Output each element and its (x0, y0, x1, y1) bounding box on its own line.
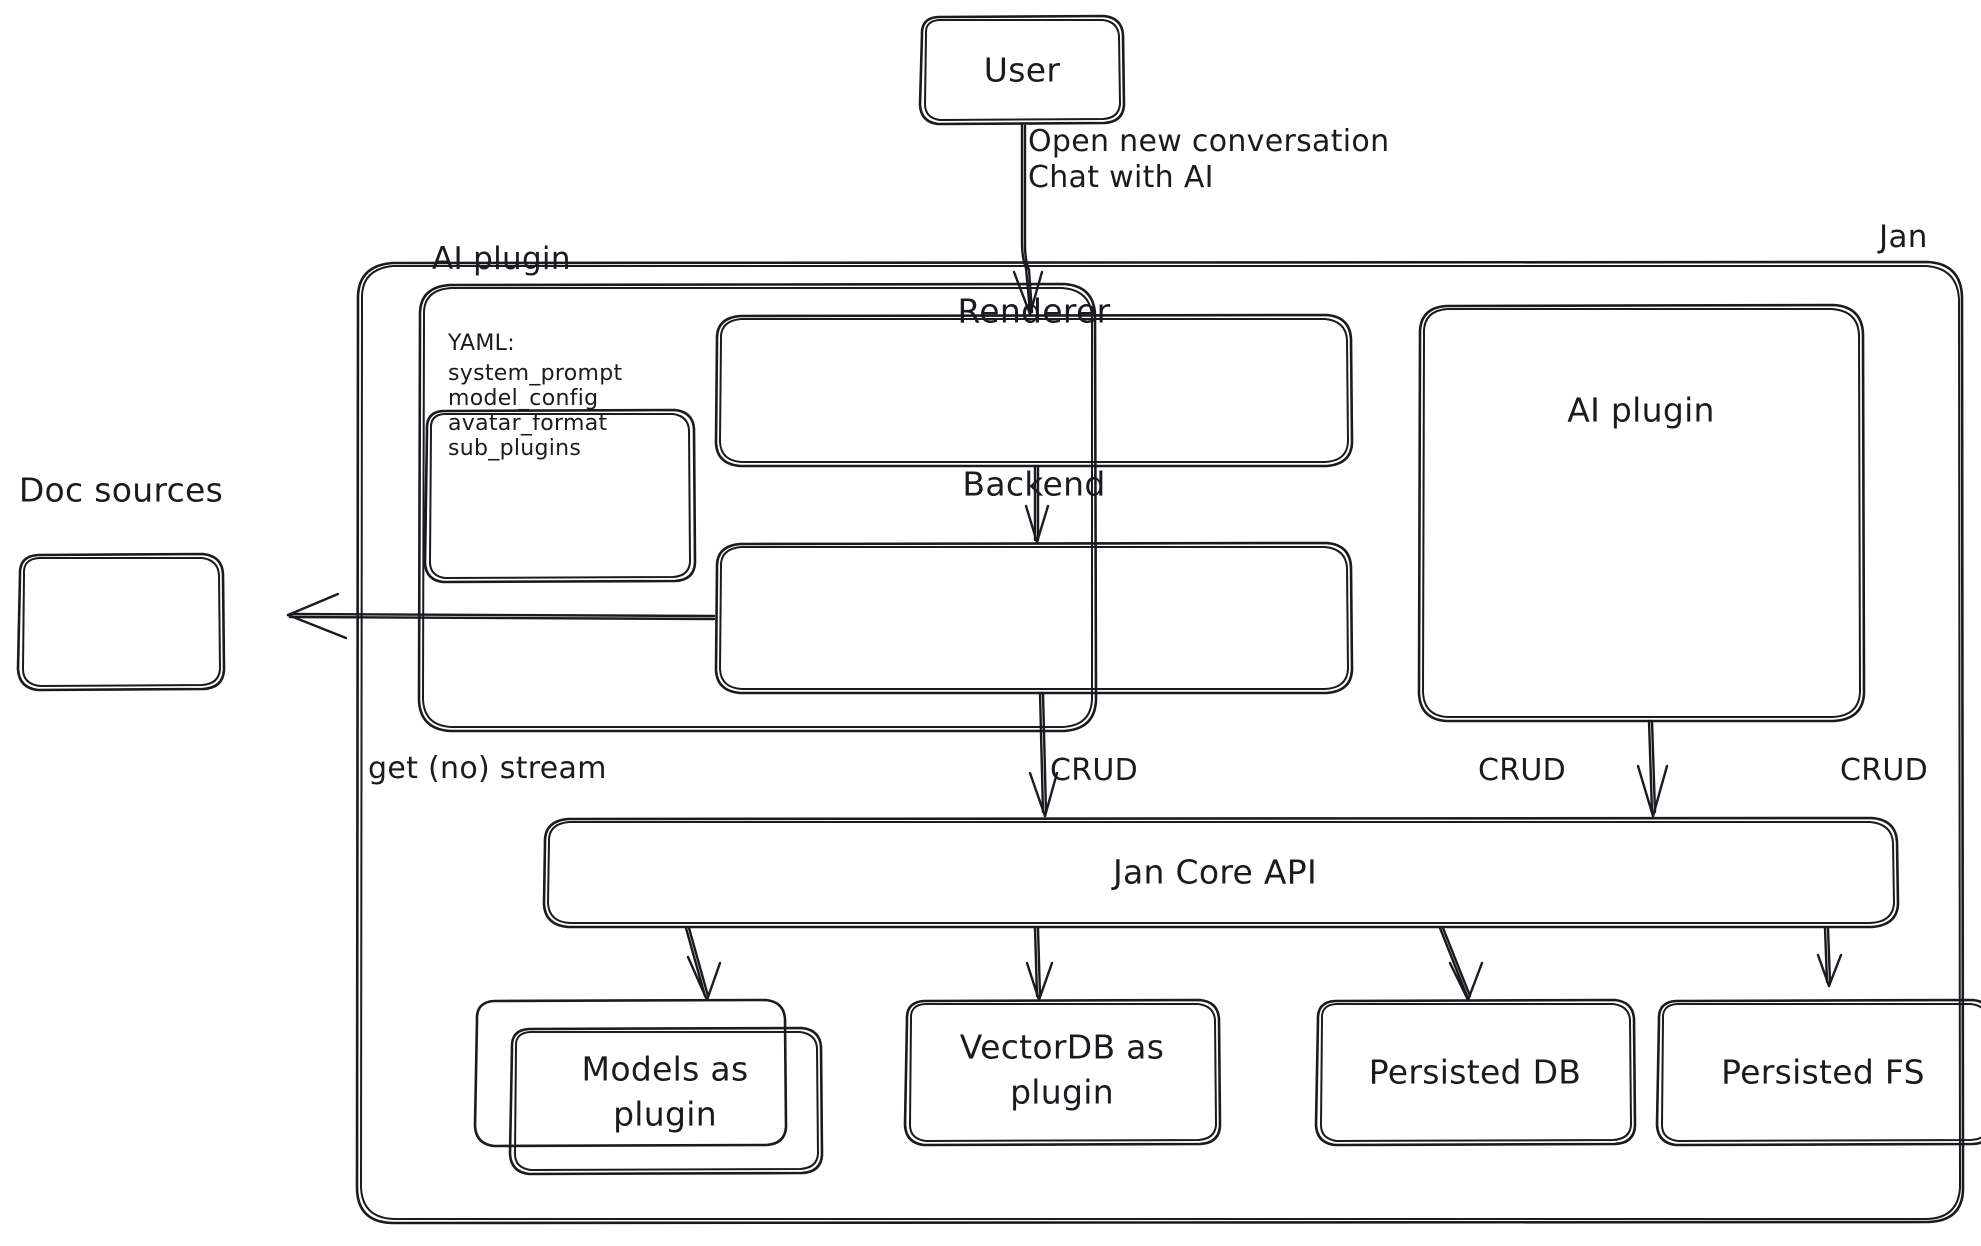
models-as-plugin-line-2: plugin (613, 1094, 717, 1134)
vectordb-as-plugin-line-2: plugin (1010, 1072, 1114, 1112)
backend-node-label: Backend (962, 464, 1106, 504)
ai-plugin-right-node-label: AI plugin (1567, 390, 1715, 430)
edge-label-core-to-models: get (no) stream (368, 751, 607, 786)
ai-plugin-right-node[interactable] (1419, 305, 1864, 721)
arrow-ai-plugin-to-jan-core-api (1636, 719, 1669, 818)
backend-node[interactable] (716, 543, 1352, 693)
arrow-backend-to-doc-sources (286, 592, 716, 640)
yaml-note-line-1: YAML: (448, 331, 515, 356)
ai-plugin-group-label: AI plugin (432, 241, 571, 277)
edge-label-core-to-persisted-db: CRUD (1478, 753, 1567, 788)
edge-label-core-to-persisted-fs: CRUD (1840, 753, 1929, 788)
renderer-node[interactable] (716, 315, 1352, 466)
jan-core-api-node-label: Jan Core API (1112, 852, 1318, 892)
renderer-node-label: Renderer (957, 291, 1111, 331)
jan-container-label: Jan (1879, 219, 1928, 255)
doc-sources-node[interactable] (18, 554, 224, 690)
doc-sources-node-label: Doc sources (18, 470, 224, 510)
user-node-label: User (983, 50, 1061, 90)
yaml-note-line-2: system_prompt (448, 361, 623, 386)
persisted-db-node-label: Persisted DB (1368, 1052, 1582, 1092)
yaml-note-line-5: sub_plugins (448, 436, 582, 461)
jan-core-api-node[interactable] (544, 818, 1898, 927)
persisted-fs-node-label: Persisted FS (1721, 1052, 1925, 1092)
user-node[interactable] (920, 16, 1124, 124)
edge-label-core-to-vectordb: CRUD (1050, 753, 1139, 788)
vectordb-as-plugin-node[interactable] (905, 1000, 1220, 1145)
arrow-core-to-models (684, 926, 722, 1002)
persisted-db-node[interactable] (1316, 1000, 1635, 1145)
yaml-note-line-3: model_config (448, 386, 599, 411)
vectordb-as-plugin-line-1: VectorDB as (959, 1027, 1165, 1067)
models-as-plugin-node[interactable] (475, 1000, 822, 1174)
yaml-note-line-4: avatar_format (448, 411, 608, 436)
arrow-core-to-persisted-fs (1816, 926, 1843, 988)
persisted-fs-node[interactable] (1657, 1000, 1981, 1145)
arrow-core-to-persisted-db (1438, 926, 1484, 1002)
models-as-plugin-line-1: Models as (581, 1049, 749, 1089)
yaml-note-node[interactable] (425, 410, 695, 582)
edge-label-user-to-renderer-line2: Chat with AI (1028, 160, 1214, 195)
edge-label-user-to-renderer-line1: Open new conversation (1028, 124, 1390, 159)
arrow-core-to-vectordb (1025, 926, 1054, 1002)
